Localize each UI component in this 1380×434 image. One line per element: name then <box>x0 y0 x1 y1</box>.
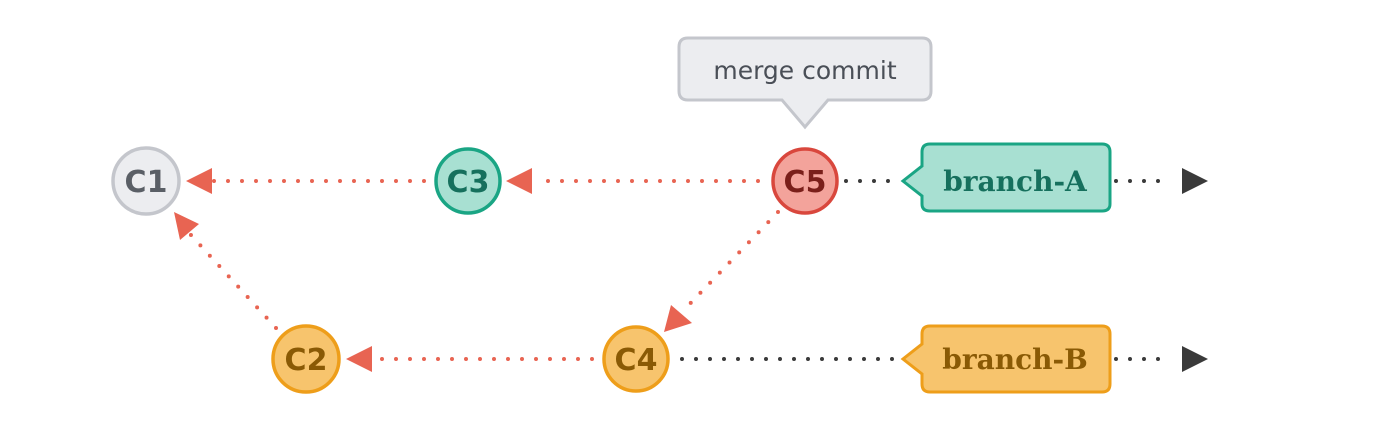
commit-c1: C1 <box>111 146 181 216</box>
merge-commit-callout-text: merge commit <box>713 56 896 85</box>
arrowhead-c2-from-c4 <box>346 346 372 372</box>
branch-b-tag: branch-B <box>900 324 1112 394</box>
branch-b-label: branch-B <box>942 343 1088 376</box>
arrowhead-c1-from-c3 <box>186 168 212 194</box>
merge-commit-callout: merge commit <box>677 36 933 130</box>
commit-c5-label: C5 <box>784 165 827 200</box>
branch-a-tail-arrowhead <box>1182 168 1208 194</box>
commit-c1-label: C1 <box>125 165 168 200</box>
branch-b-tail-arrowhead <box>1182 346 1208 372</box>
arrowhead-c3-from-c5 <box>506 168 532 194</box>
arrowhead-c1-from-c2 <box>174 212 199 240</box>
branch-a-label: branch-A <box>943 165 1088 198</box>
commit-c4-label: C4 <box>615 343 658 378</box>
branch-pointers <box>680 168 1208 372</box>
commit-arrows <box>174 168 780 372</box>
branch-a-tag: branch-A <box>900 142 1112 213</box>
arrowhead-c4-from-c5 <box>664 305 692 332</box>
commit-c3: C3 <box>434 147 502 215</box>
commit-c2-label: C2 <box>285 343 328 378</box>
commit-c3-label: C3 <box>447 165 490 200</box>
commit-c5: C5 <box>771 147 839 215</box>
arrow-c2-to-c1 <box>188 232 278 330</box>
arrow-c5-to-c4 <box>680 210 780 314</box>
commit-c4: C4 <box>602 325 670 393</box>
commit-c2: C2 <box>271 324 341 394</box>
